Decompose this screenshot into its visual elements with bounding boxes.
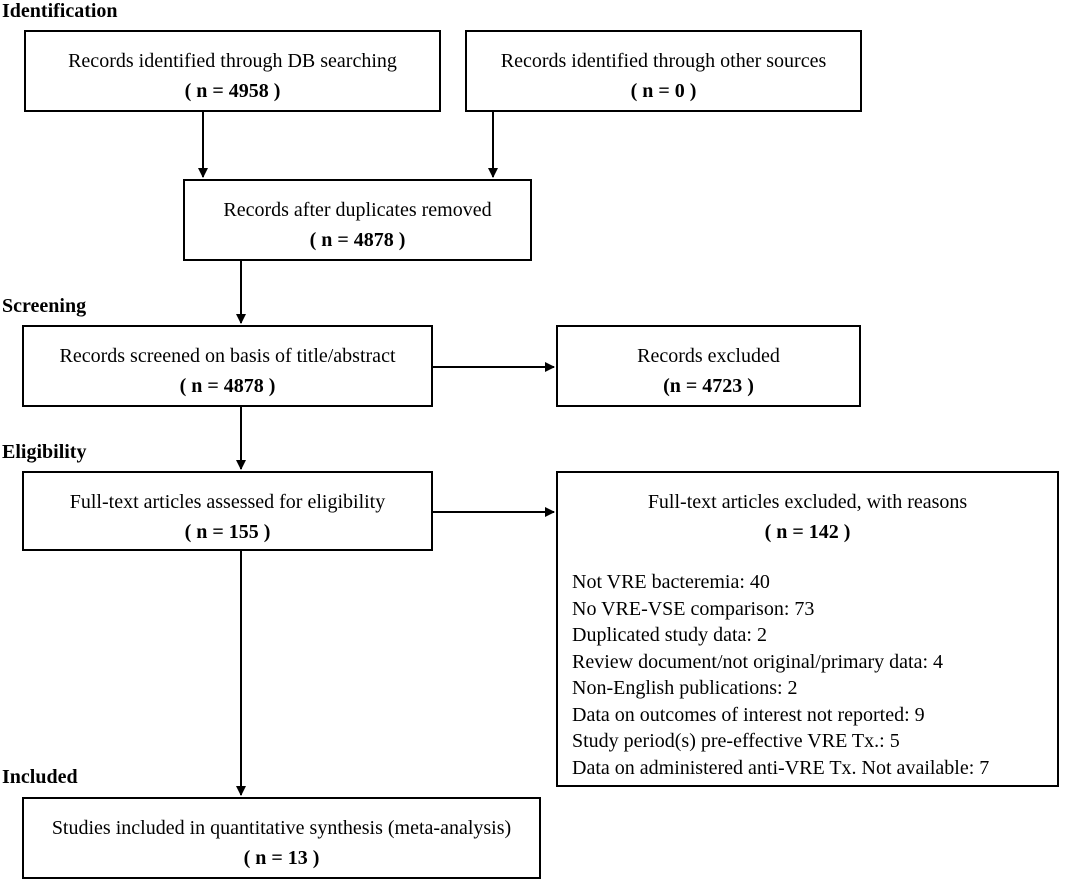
exclusion-reason: Not VRE bacteremia: 40	[572, 571, 770, 593]
box-screened: Records screened on basis of title/abstr…	[22, 325, 433, 407]
box-screened-title: Records screened on basis of title/abstr…	[59, 345, 396, 367]
exclusion-reason: Review document/not original/primary dat…	[572, 650, 944, 673]
exclusion-reason: No VRE-VSE comparison: 73	[572, 597, 815, 620]
box-other-sources-title: Records identified through other sources	[500, 50, 827, 72]
box-db-search-title: Records identified through DB searching	[68, 50, 397, 72]
box-assessed-count: ( n = 155 )	[184, 521, 271, 543]
box-fulltext-excluded-count: ( n = 142 )	[764, 521, 851, 543]
box-included-title: Studies included in quantitative synthes…	[51, 817, 512, 839]
exclusion-reason: Data on administered anti-VRE Tx. Not av…	[572, 756, 990, 779]
section-included: Included	[2, 766, 78, 788]
box-records-excluded-title: Records excluded	[637, 345, 780, 367]
box-screened-count: ( n = 4878 )	[179, 375, 276, 397]
section-identification: Identification	[2, 0, 118, 22]
box-records-excluded: Records excluded (n = 4723 )	[556, 325, 861, 407]
box-other-sources: Records identified through other sources…	[465, 30, 862, 112]
box-other-sources-count: ( n = 0 )	[630, 80, 697, 102]
exclusion-reason: Non-English publications: 2	[572, 677, 798, 699]
box-assessed-title: Full-text articles assessed for eligibil…	[69, 491, 386, 513]
exclusion-reason: Duplicated study data: 2	[572, 624, 767, 646]
box-included-count: ( n = 13 )	[243, 847, 320, 869]
exclusion-reasons-list: Not VRE bacteremia: 40 No VRE-VSE compar…	[572, 569, 1057, 781]
exclusion-reason: Study period(s) pre-effective VRE Tx.: 5	[572, 730, 900, 752]
box-assessed: Full-text articles assessed for eligibil…	[22, 471, 433, 551]
box-after-duplicates: Records after duplicates removed ( n = 4…	[183, 179, 532, 261]
box-fulltext-excluded: Full-text articles excluded, with reason…	[556, 471, 1059, 787]
exclusion-reason: Data on outcomes of interest not reporte…	[572, 703, 925, 726]
box-after-duplicates-count: ( n = 4878 )	[309, 229, 406, 251]
box-db-search: Records identified through DB searching …	[24, 30, 441, 112]
section-screening: Screening	[2, 295, 87, 317]
box-records-excluded-count: (n = 4723 )	[663, 375, 754, 397]
box-fulltext-excluded-title: Full-text articles excluded, with reason…	[647, 491, 968, 513]
box-db-search-count: ( n = 4958 )	[184, 80, 281, 102]
section-eligibility: Eligibility	[2, 441, 87, 463]
box-included: Studies included in quantitative synthes…	[22, 797, 541, 879]
box-after-duplicates-title: Records after duplicates removed	[223, 199, 492, 221]
